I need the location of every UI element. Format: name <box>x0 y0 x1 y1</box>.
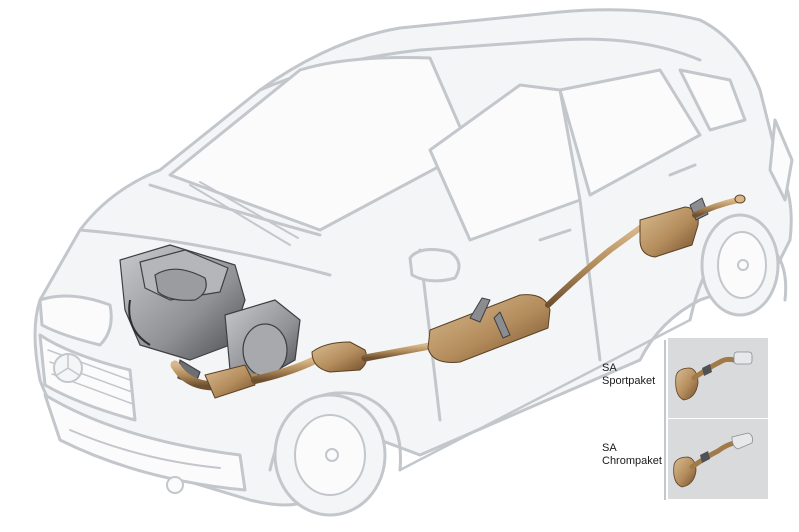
rear-side-window <box>558 68 702 197</box>
rear-quarter-window <box>678 68 747 132</box>
front-side-window <box>428 83 582 242</box>
chrome-hanger <box>700 451 710 463</box>
tail-pipe-outlet <box>734 194 746 204</box>
chrome-tip <box>731 432 753 450</box>
sport-muffler <box>675 367 699 401</box>
chrompaket-inset <box>668 419 768 499</box>
engine <box>119 244 301 386</box>
front-bumper <box>43 393 247 492</box>
center-muffler-bracket <box>469 297 491 323</box>
side-mirror <box>408 248 461 283</box>
tail-pipe <box>692 197 741 218</box>
chrome-muffler <box>673 456 697 488</box>
chrome-tail-pipe <box>689 440 737 470</box>
sportpaket-label: SA Sportpaket <box>602 362 655 388</box>
intake-manifold <box>154 268 207 301</box>
sport-tail-pipe <box>691 356 737 381</box>
fog-light <box>166 476 184 494</box>
sport-hanger <box>702 364 712 376</box>
sport-chrome-tip <box>733 351 753 365</box>
sportpaket-inset <box>668 338 768 418</box>
intermediate-pipe <box>361 341 439 362</box>
sportpaket-label-line1: SA <box>602 362 617 374</box>
sportpaket-label-line2: Sportpaket <box>602 375 656 387</box>
side-sill <box>398 318 692 472</box>
windshield <box>168 56 472 232</box>
headlight <box>38 294 113 347</box>
chrompaket-label-line1: SA <box>602 442 617 454</box>
door-handle-rear <box>668 163 697 177</box>
rear-pipe <box>545 225 643 308</box>
lower-intake <box>69 429 221 469</box>
front-catalyst <box>204 364 256 399</box>
center-muffler <box>427 294 551 363</box>
chrompaket-label: SA Chrompaket <box>602 442 662 468</box>
door-handle-front <box>538 228 572 242</box>
rear-light <box>768 118 794 202</box>
engine-belt <box>128 299 151 346</box>
front-pipe <box>251 356 319 384</box>
hood-line <box>78 228 332 277</box>
exhaust-system <box>170 194 746 399</box>
cowl-vent <box>189 184 291 246</box>
chrompaket-label-line2: Chrompaket <box>602 455 662 467</box>
door-line-rear <box>578 198 602 362</box>
flywheel-housing <box>242 323 288 377</box>
